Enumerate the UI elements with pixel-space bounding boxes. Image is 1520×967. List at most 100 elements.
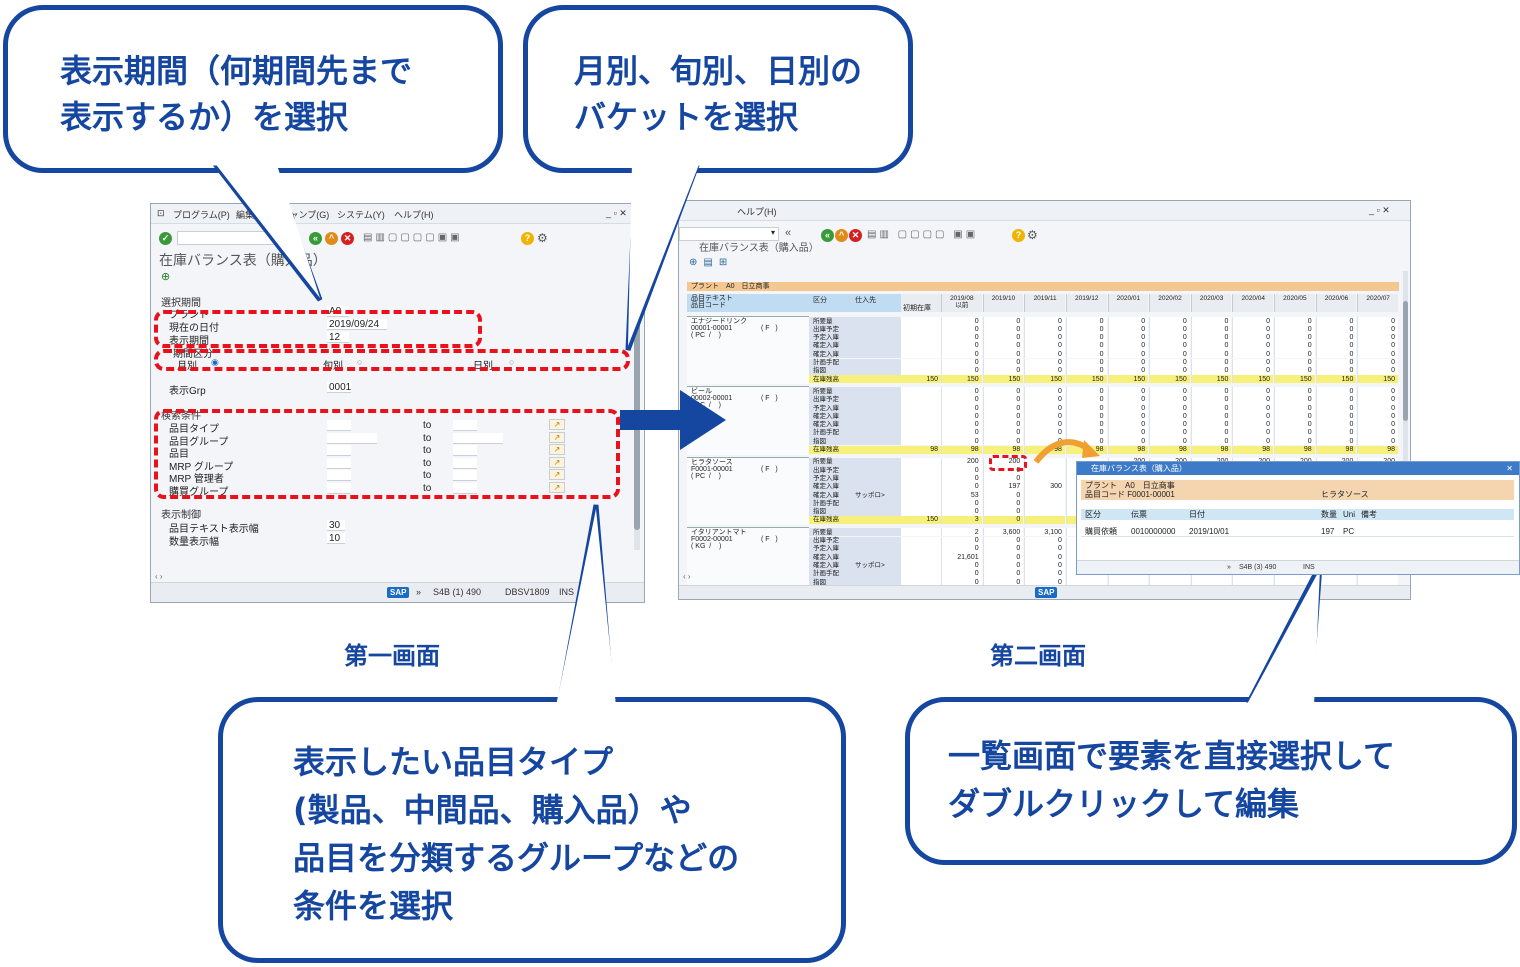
qty-cell[interactable]: 98 xyxy=(1012,446,1021,453)
qty-cell[interactable]: 0 xyxy=(1182,404,1187,412)
qty-cell[interactable]: 0 xyxy=(974,483,979,491)
qty-cell[interactable]: 98 xyxy=(1137,446,1146,453)
qty-cell[interactable]: 0 xyxy=(974,429,979,437)
menu-jump[interactable]: ジャンプ(G) xyxy=(281,210,330,220)
qty-cell[interactable]: 0 xyxy=(1224,387,1229,395)
qty-cell[interactable]: 0 xyxy=(1057,404,1062,412)
periods-field[interactable]: 12 xyxy=(327,332,349,343)
qty-cell[interactable]: 0 xyxy=(974,545,979,553)
qty-cell[interactable]: 0 xyxy=(1391,350,1395,358)
qty-cell[interactable]: 0 xyxy=(1057,317,1062,325)
qty-cell[interactable]: 98 xyxy=(1179,446,1187,453)
qty-cell[interactable]: 0 xyxy=(974,387,979,395)
qty-cell[interactable]: 0 xyxy=(1266,429,1271,437)
qty-cell[interactable]: 0 xyxy=(1391,421,1395,429)
popup-close-icon[interactable]: ✕ xyxy=(1506,464,1513,473)
qty-cell[interactable]: 0 xyxy=(1016,350,1021,358)
date-field[interactable]: 2019/09/24 xyxy=(327,319,387,330)
text-width-field[interactable]: 30 xyxy=(327,520,345,531)
qty-cell[interactable]: 0 xyxy=(1057,367,1062,375)
menu-icon[interactable]: ⊡ xyxy=(157,208,165,218)
qty-cell[interactable]: 98 xyxy=(1095,446,1104,453)
qty-cell[interactable]: 98 xyxy=(1387,446,1395,453)
qty-cell[interactable]: 0 xyxy=(1141,367,1146,375)
item-name[interactable]: エナジードリンク xyxy=(691,318,747,325)
qty-cell[interactable]: 98 xyxy=(1303,446,1312,453)
multi-select-icon[interactable]: ↗ xyxy=(549,444,565,455)
qty-cell[interactable]: 0 xyxy=(1057,350,1062,358)
qty-cell[interactable]: 0 xyxy=(1016,429,1021,437)
qty-cell[interactable]: 0 xyxy=(1391,387,1395,395)
search-to-field[interactable] xyxy=(453,445,477,456)
qty-cell[interactable]: 0 xyxy=(1057,537,1062,544)
qty-cell[interactable]: 0 xyxy=(1182,367,1187,375)
qty-cell[interactable]: 0 xyxy=(1016,553,1021,561)
qty-cell[interactable]: 0 xyxy=(1266,317,1271,325)
qty-cell[interactable]: 0 xyxy=(974,499,979,507)
qty-cell[interactable]: 0 xyxy=(1266,325,1271,333)
qty-cell[interactable]: 0 xyxy=(1016,367,1021,375)
qty-cell[interactable]: 0 xyxy=(1016,359,1021,366)
qty-cell[interactable]: 0 xyxy=(974,561,979,569)
qty-cell[interactable]: 0 xyxy=(974,350,979,358)
bucket-decade-radio[interactable]: ○ xyxy=(357,357,363,367)
qty-cell[interactable]: 0 xyxy=(1307,359,1312,366)
qty-cell[interactable]: 0 xyxy=(1016,317,1021,325)
qty-cell[interactable]: 3,100 xyxy=(1044,528,1062,536)
qty-cell[interactable]: 0 xyxy=(1099,404,1104,412)
search-from-field[interactable] xyxy=(327,457,351,469)
qty-cell[interactable]: 0 xyxy=(1349,404,1354,412)
init-cell[interactable]: 150 xyxy=(926,516,938,524)
qty-cell[interactable]: 0 xyxy=(1182,387,1187,395)
init-cell[interactable]: 150 xyxy=(926,375,938,383)
help-icon[interactable]: ? xyxy=(521,232,534,245)
qty-cell[interactable]: 0 xyxy=(1016,570,1021,578)
init-cell[interactable]: 98 xyxy=(930,446,938,453)
qty-cell[interactable]: 0 xyxy=(1099,396,1104,404)
qty-cell[interactable]: 98 xyxy=(1054,446,1062,453)
qty-cell[interactable]: 0 xyxy=(1057,545,1062,553)
qty-cell[interactable]: 0 xyxy=(1224,325,1229,333)
qty-cell[interactable]: 0 xyxy=(1141,437,1146,445)
qty-cell[interactable]: 0 xyxy=(1057,387,1062,395)
qty-cell[interactable]: 0 xyxy=(1182,325,1187,333)
qty-cell[interactable]: 0 xyxy=(1182,342,1187,350)
qty-cell[interactable]: 0 xyxy=(1099,317,1104,325)
back-arrows-icon[interactable]: « xyxy=(785,227,792,239)
qty-cell[interactable]: 0 xyxy=(1307,350,1312,358)
execute-icon[interactable]: ⊕ xyxy=(161,271,171,283)
qty-cell[interactable]: 0 xyxy=(974,578,979,586)
qty-cell[interactable]: 200 xyxy=(966,458,979,466)
qty-cell[interactable]: 0 xyxy=(1349,317,1354,325)
qty-cell[interactable]: 0 xyxy=(1224,429,1229,437)
qty-cell[interactable]: 150 xyxy=(1175,375,1187,383)
qty-cell[interactable]: 0 xyxy=(974,342,979,350)
qty-cell[interactable]: 0 xyxy=(974,570,979,578)
qty-cell[interactable]: 0 xyxy=(1266,396,1271,404)
search-from-field[interactable] xyxy=(327,420,351,431)
qty-cell[interactable]: 0 xyxy=(1224,396,1229,404)
qty-cell[interactable]: 0 xyxy=(1016,474,1021,482)
qty-cell[interactable]: 0 xyxy=(1016,578,1021,586)
window-controls-icon[interactable]: _ ▫ ✕ xyxy=(606,208,627,218)
qty-cell[interactable]: 150 xyxy=(1300,375,1312,383)
search-to-field[interactable] xyxy=(453,470,477,481)
qty-cell[interactable]: 0 xyxy=(1391,404,1395,412)
settings-icon-2[interactable]: ⚙ xyxy=(1027,228,1038,242)
cancel-icon[interactable]: ✕ xyxy=(341,232,354,245)
qty-cell[interactable]: 0 xyxy=(1391,325,1395,333)
qty-cell[interactable]: 0 xyxy=(1141,325,1146,333)
qty-cell[interactable]: 0 xyxy=(1057,342,1062,350)
qty-cell[interactable]: 0 xyxy=(1307,396,1312,404)
qty-cell[interactable]: 0 xyxy=(1141,317,1146,325)
qty-cell[interactable]: 0 xyxy=(1016,561,1021,569)
qty-cell[interactable]: 0 xyxy=(1391,412,1395,420)
qty-cell[interactable]: 0 xyxy=(1266,412,1271,420)
qty-cell[interactable]: 0 xyxy=(1182,429,1187,437)
qty-cell[interactable]: 0 xyxy=(974,537,979,544)
qty-cell[interactable]: 0 xyxy=(974,412,979,420)
qty-cell[interactable]: 0 xyxy=(974,421,979,429)
qty-cell[interactable]: 150 xyxy=(966,375,979,383)
grp-field[interactable]: 0001 xyxy=(327,382,352,393)
qty-cell[interactable]: 0 xyxy=(1141,412,1146,420)
